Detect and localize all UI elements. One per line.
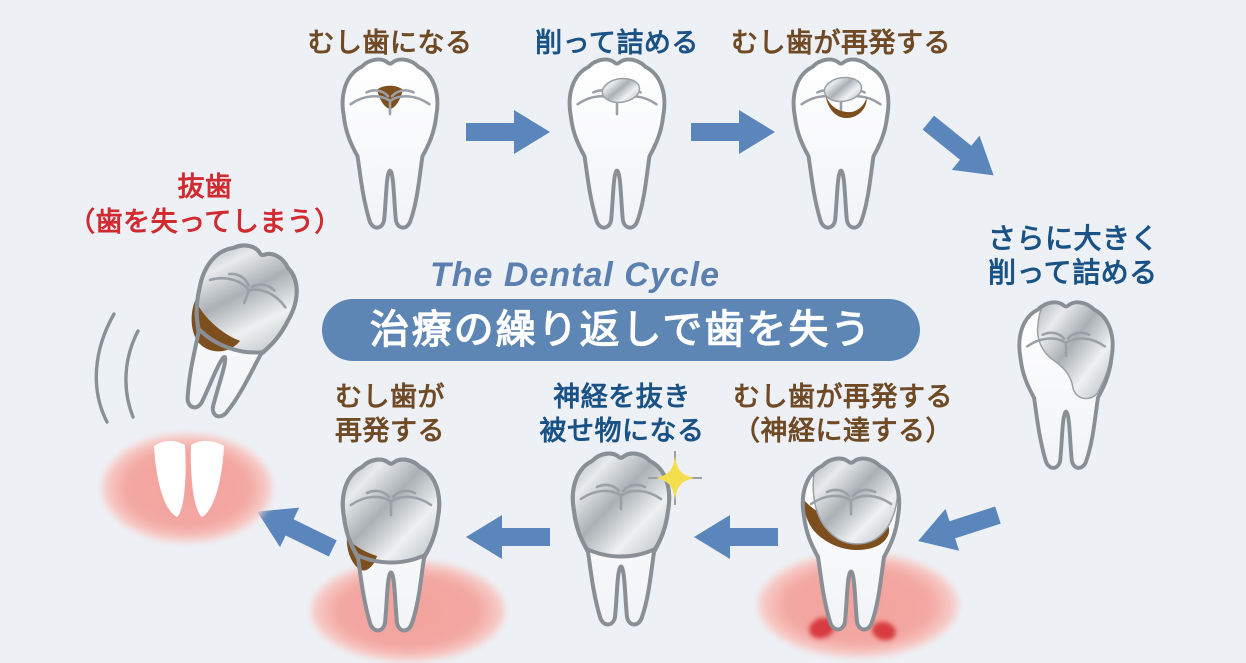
arrow-right-icon: [466, 110, 550, 154]
step-label-line: 神経を抜き: [553, 382, 691, 412]
title-badge: 治療の繰り返しで歯を失う: [322, 299, 920, 361]
step-label-line: 削って詰める: [535, 28, 699, 58]
step-label-cavity-recurs-1: むし歯が再発する: [716, 26, 966, 60]
step-label-line: 再発する: [335, 416, 445, 446]
step-label-become-cavity: むし歯になる: [285, 26, 495, 60]
step-label-line: （神経に達する）: [733, 416, 953, 446]
step-label-cavity-reaches-nerve: むし歯が再発する （神経に達する）: [718, 380, 968, 448]
title-english: The Dental Cycle: [430, 256, 720, 294]
tooth-crown-decay-gum-icon: [311, 457, 505, 661]
step-label-line: 抜歯: [177, 172, 233, 202]
step-label-line: むし歯が再発する: [733, 382, 953, 412]
step-label-line: （歯を失ってしまう）: [68, 207, 342, 237]
tooth-extraction-icon: [94, 232, 311, 542]
motion-lines-icon: [94, 312, 140, 424]
step-label-line: むし歯が再発する: [731, 28, 951, 58]
arrow-right-icon: [691, 110, 775, 154]
tooth-cavity-icon: [340, 57, 440, 230]
tooth-large-filling-icon: [1017, 300, 1115, 470]
tooth-filling-icon: [567, 57, 667, 230]
tooth-crown-sparkle-icon: [570, 450, 703, 627]
step-label-line: 被せ物になる: [539, 416, 705, 446]
step-label-line: むし歯になる: [307, 28, 473, 58]
step-label-drill-and-fill: 削って詰める: [512, 26, 722, 60]
gum-socket-icon: [102, 434, 272, 542]
tooth-deep-decay-gum-icon: [758, 456, 958, 657]
arrow-down-right-icon: [914, 105, 1008, 193]
step-label-root-canal-crown: 神経を抜き 被せ物になる: [517, 380, 727, 448]
step-label-line: さらに大きく: [988, 223, 1160, 254]
step-label-bigger-fill: さらに大きく 削って詰める: [988, 222, 1159, 290]
step-label-extraction: 抜歯 （歯を失ってしまう）: [55, 170, 355, 240]
tooth-refilled-decay-icon: [791, 57, 891, 230]
step-label-cavity-recurs-2: むし歯が 再発する: [335, 380, 445, 448]
step-label-line: 削って詰める: [988, 257, 1158, 288]
step-label-line: むし歯が: [335, 382, 445, 412]
